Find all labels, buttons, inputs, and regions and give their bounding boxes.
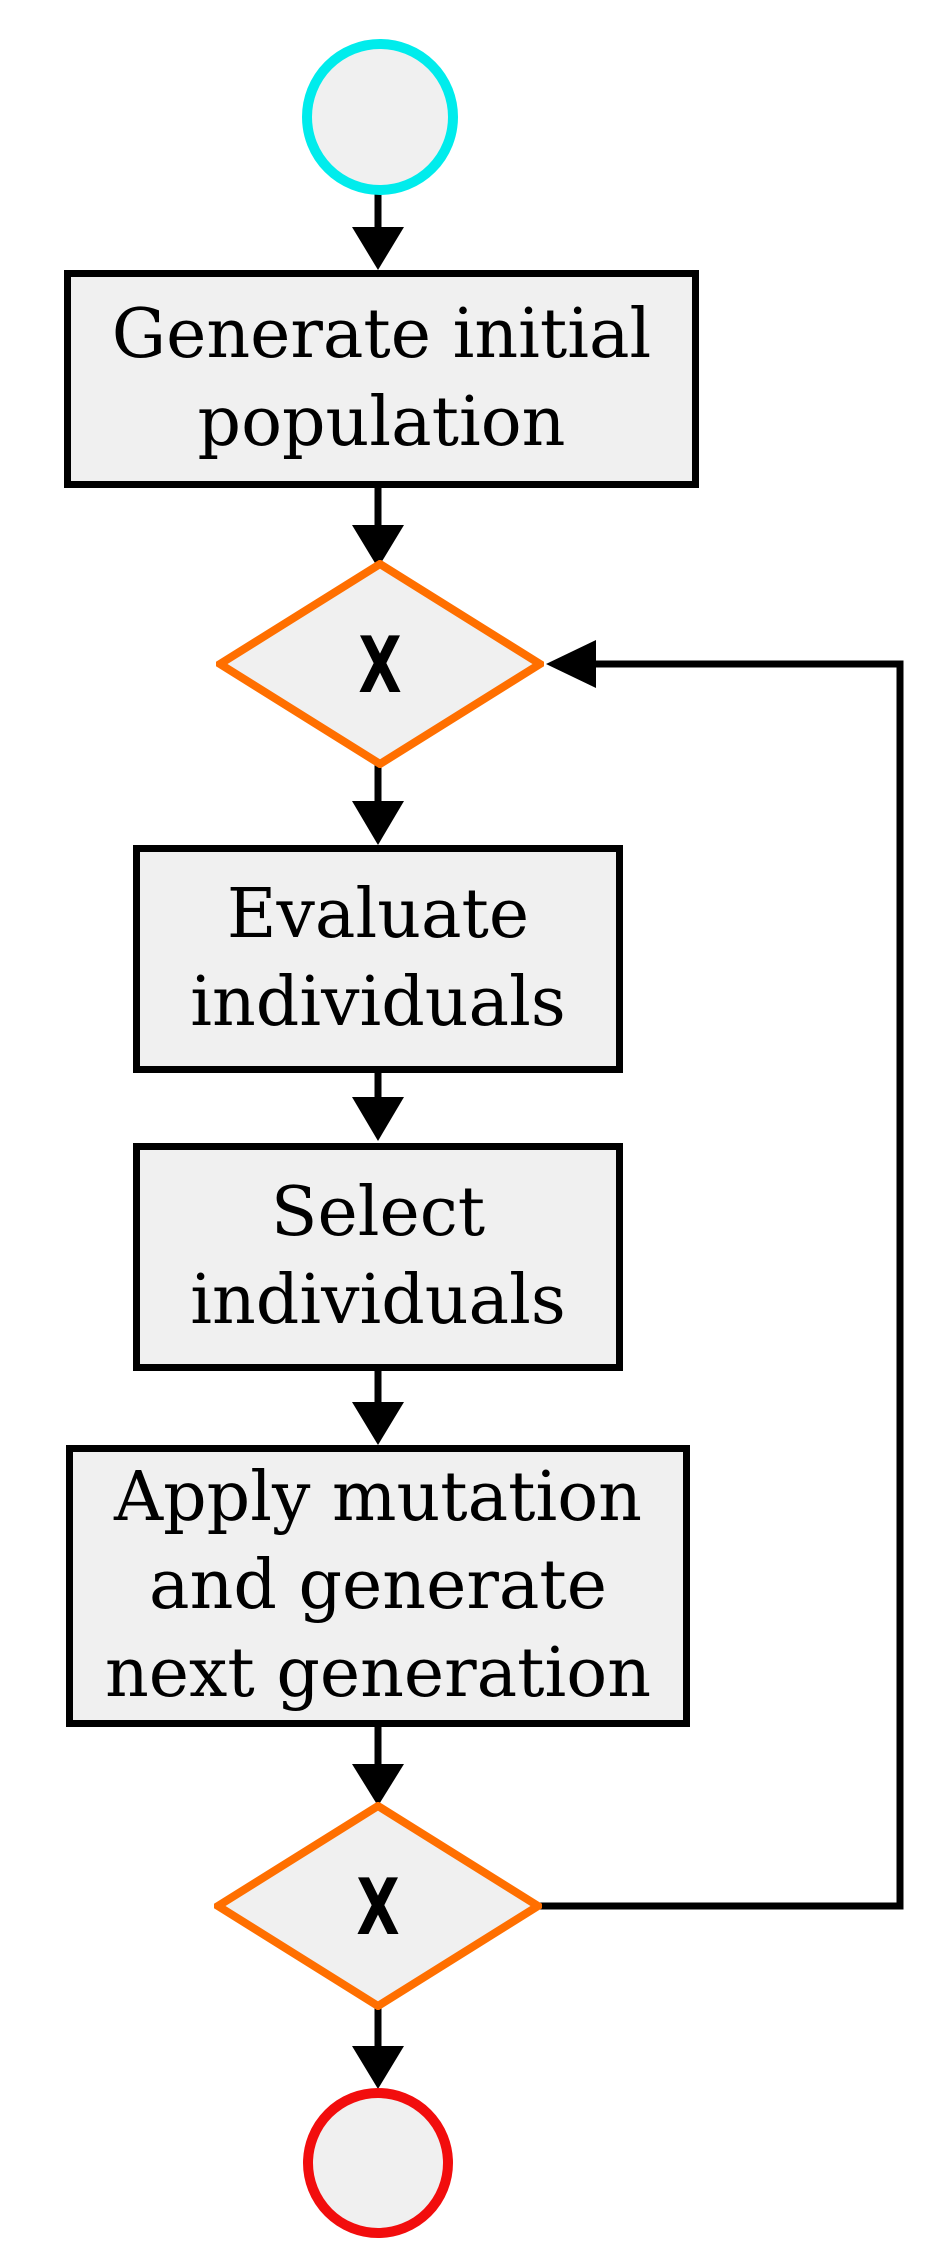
task-select-individuals: Select individuals [133, 1143, 623, 1371]
arrowhead-left-icon [546, 640, 596, 688]
edge-gateway2-to-end [352, 2006, 404, 2089]
arrowhead-down-icon [352, 801, 404, 845]
edge-line [538, 660, 904, 1910]
task-label-line: Select [270, 1173, 486, 1252]
arrowhead-down-icon [352, 2046, 404, 2089]
edge-evaluate-to-select [352, 1073, 404, 1141]
gateway-x-marker: X [358, 621, 401, 712]
gateway-exclusive-1: X [216, 560, 544, 768]
task-apply-mutation-next-generation: Apply mutation and generate next generat… [66, 1445, 690, 1727]
task-generate-initial-population: Generate initial population [64, 270, 699, 488]
edge-select-to-apply [352, 1371, 404, 1445]
edge-loopback-gateway2-to-gateway1 [538, 640, 904, 1910]
gateway-diamond [214, 1802, 542, 2010]
task-label-line: Apply mutation [114, 1458, 642, 1537]
arrowhead-down-icon [352, 1764, 404, 1806]
edge-gateway1-to-evaluate [352, 762, 404, 845]
task-label-line: and generate [149, 1546, 607, 1625]
arrowhead-down-icon [352, 1402, 404, 1445]
edge-apply-to-gateway2 [352, 1727, 404, 1806]
gateway-x-marker: X [356, 1863, 399, 1954]
arrowhead-down-icon [352, 1097, 404, 1141]
task-label-line: individuals [190, 963, 566, 1042]
gateway-diamond [216, 560, 544, 768]
task-evaluate-individuals: Evaluate individuals [133, 845, 623, 1073]
edge-generate-to-gateway1 [352, 488, 404, 568]
task-label-line: Evaluate [226, 875, 530, 954]
end-event-node [303, 2088, 453, 2238]
task-label-line: next generation [105, 1634, 651, 1713]
task-label-line: population [197, 383, 566, 462]
arrowhead-down-icon [352, 525, 404, 568]
edge-start-to-generate [352, 192, 404, 270]
task-label-line: individuals [190, 1261, 566, 1340]
start-event-node [302, 39, 458, 195]
task-label-line: Generate initial [111, 295, 652, 374]
arrowhead-down-icon [352, 227, 404, 270]
gateway-exclusive-2: X [214, 1802, 542, 2010]
